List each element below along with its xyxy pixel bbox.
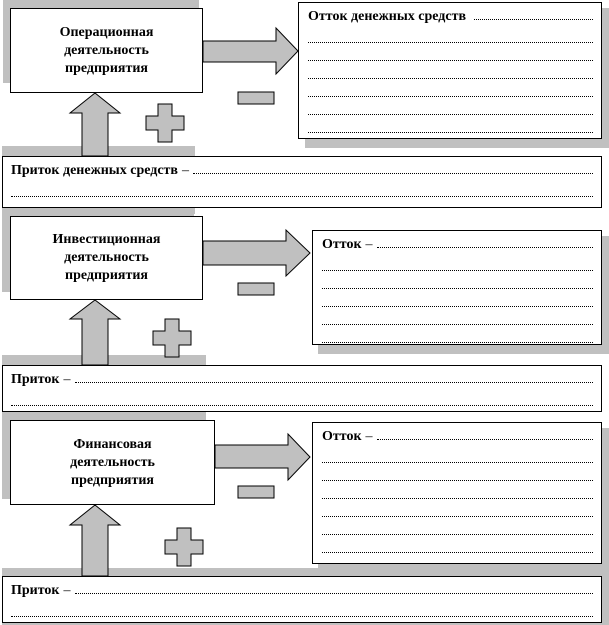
- dotted-fill-line: [308, 115, 593, 133]
- dotted-fill-line: [74, 370, 593, 383]
- plus-icon: [164, 527, 204, 567]
- inflow-label: Приток: [11, 583, 60, 598]
- minus-icon: [237, 91, 275, 105]
- outflow-dotted-lines: [322, 253, 593, 343]
- inflow-separator: –: [182, 163, 189, 178]
- dotted-fill-line: [322, 325, 593, 343]
- dotted-fill-line: [11, 599, 593, 617]
- dotted-fill-line: [308, 25, 593, 43]
- dotted-fill-line: [308, 79, 593, 97]
- outflow-dotted-lines: [322, 445, 593, 553]
- dotted-fill-line: [322, 463, 593, 481]
- plus-icon: [152, 318, 192, 358]
- outflow-label: Отток денежных средств: [308, 9, 467, 24]
- dotted-fill-line: [11, 388, 593, 406]
- operating-outflow-box: Отток денежных средств: [298, 2, 602, 139]
- dotted-fill-line: [474, 7, 593, 20]
- outflow-label: Отток: [322, 237, 362, 252]
- outflow-arrow-1: [202, 26, 299, 76]
- inflow-separator: –: [63, 583, 71, 598]
- dotted-fill-line: [308, 97, 593, 115]
- dotted-fill-line: [322, 271, 593, 289]
- inflow-separator: –: [63, 372, 71, 387]
- minus-icon: [237, 485, 275, 499]
- outflow-separator: –: [365, 429, 373, 444]
- dotted-fill-line: [308, 61, 593, 79]
- dotted-fill-line: [322, 499, 593, 517]
- dotted-fill-line: [322, 517, 593, 535]
- operating-activity-box: Операционная деятельность предприятия: [10, 8, 203, 93]
- plus-icon: [145, 103, 185, 143]
- financing-outflow-box: Отток –: [312, 422, 602, 564]
- financing-activity-label: Финансовая деятельность предприятия: [70, 436, 155, 488]
- investment-outflow-box: Отток –: [312, 230, 602, 345]
- dotted-fill-line: [322, 445, 593, 463]
- investment-activity-label: Инвестиционная деятельность предприятия: [52, 232, 161, 283]
- outflow-arrow-3: [214, 432, 311, 482]
- inflow-arrow-3: [68, 504, 122, 577]
- dotted-fill-line: [74, 581, 593, 594]
- dotted-fill-line: [376, 235, 593, 248]
- operating-activity-label: Операционная деятельность предприятия: [59, 24, 154, 76]
- dotted-fill-line: [322, 481, 593, 499]
- financing-activity-box: Финансовая деятельность предприятия: [10, 420, 215, 505]
- outflow-arrow-2: [202, 228, 311, 278]
- dotted-fill-line: [322, 253, 593, 271]
- dotted-fill-line: [376, 427, 593, 440]
- dotted-fill-line: [322, 535, 593, 553]
- investment-inflow-box: Приток –: [2, 365, 602, 412]
- dotted-fill-line: [322, 307, 593, 325]
- minus-icon: [237, 282, 275, 296]
- dotted-fill-line: [308, 43, 593, 61]
- outflow-separator: –: [365, 237, 373, 252]
- dotted-fill-line: [11, 179, 593, 197]
- financing-inflow-box: Приток –: [2, 576, 602, 623]
- dotted-fill-line: [193, 161, 593, 174]
- inflow-label: Приток: [11, 372, 60, 387]
- operating-inflow-box: Приток денежных средств –: [2, 156, 602, 208]
- outflow-dotted-lines: [308, 25, 593, 133]
- dotted-fill-line: [322, 289, 593, 307]
- investment-activity-box: Инвестиционная деятельность предприятия: [10, 216, 203, 300]
- outflow-label: Отток: [322, 429, 362, 444]
- inflow-label: Приток денежных средств: [11, 163, 178, 178]
